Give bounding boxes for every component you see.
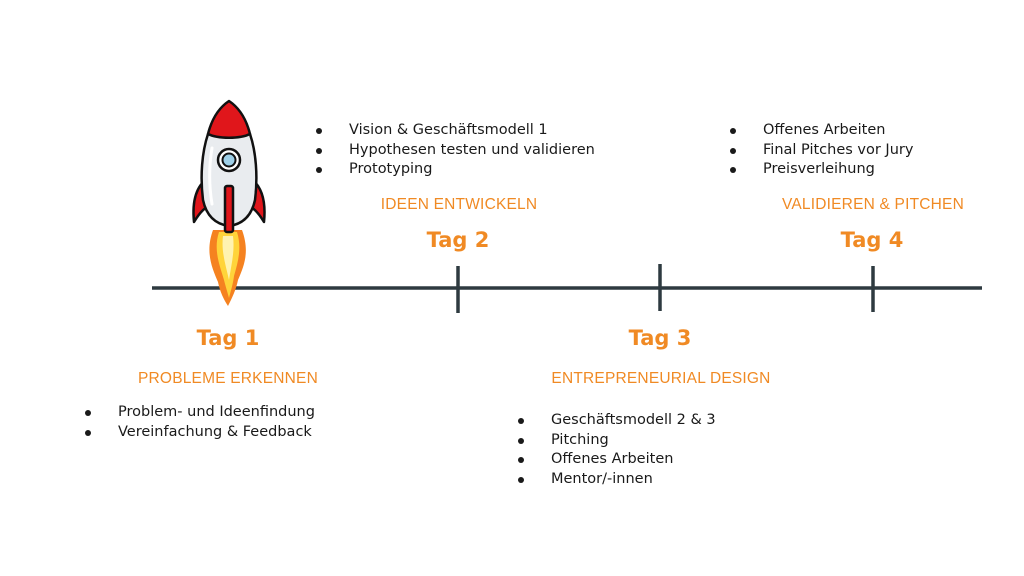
day-label-tag2: Tag 2 <box>426 228 490 252</box>
list-item: Offenes Arbeiten <box>727 121 913 141</box>
list-item: Offenes Arbeiten <box>515 450 716 470</box>
bullet-list-tag2: Vision & Geschäftsmodell 1 Hypothesen te… <box>313 121 595 180</box>
list-item: Mentor/-innen <box>515 470 716 490</box>
bullet-list-tag1: Problem- und Ideenfindung Vereinfachung … <box>82 403 315 442</box>
day-label-tag1: Tag 1 <box>196 326 260 350</box>
phase-label-tag3: ENTREPRENEURIAL DESIGN <box>551 370 771 387</box>
list-item: Final Pitches vor Jury <box>727 141 913 161</box>
list-item: Preisverleihung <box>727 160 913 180</box>
list-item: Pitching <box>515 431 716 451</box>
list-item: Vereinfachung & Feedback <box>82 423 315 443</box>
day-label-tag3: Tag 3 <box>628 326 692 350</box>
phase-label-tag1: PROBLEME ERKENNEN <box>138 370 318 387</box>
rocket-icon <box>192 99 266 306</box>
day-label-tag4: Tag 4 <box>840 228 904 252</box>
bullet-list-tag4: Offenes Arbeiten Final Pitches vor Jury … <box>727 121 913 180</box>
phase-label-tag2: IDEEN ENTWICKELN <box>380 196 538 213</box>
list-item: Hypothesen testen und validieren <box>313 141 595 161</box>
list-item: Vision & Geschäftsmodell 1 <box>313 121 595 141</box>
bullet-list-tag3: Geschäftsmodell 2 & 3 Pitching Offenes A… <box>515 411 716 489</box>
list-item: Prototyping <box>313 160 595 180</box>
phase-label-tag4: VALIDIEREN & PITCHEN <box>781 196 964 213</box>
list-item: Problem- und Ideenfindung <box>82 403 315 423</box>
list-item: Geschäftsmodell 2 & 3 <box>515 411 716 431</box>
